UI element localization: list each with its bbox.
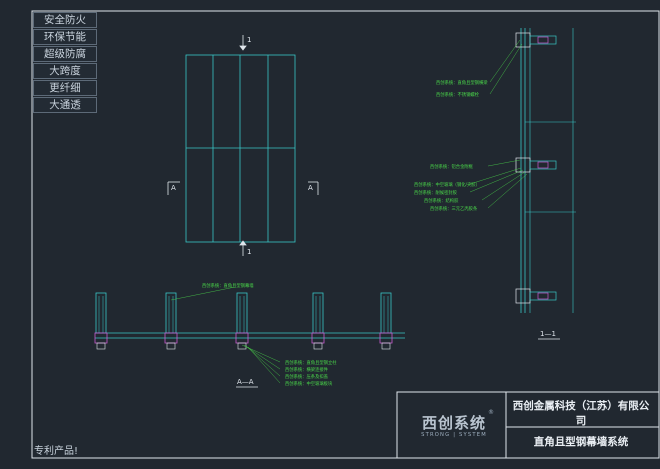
patent-note: 专利产品!	[34, 446, 79, 457]
transom-2	[515, 157, 557, 173]
callout-plan-4: 西创系统：中空玻璃板块	[285, 382, 333, 387]
vs-leader-4	[469, 169, 524, 193]
elevation-view	[185, 54, 296, 243]
feature-transparent: 大通透	[33, 97, 97, 113]
mullion-5	[379, 292, 393, 350]
transom-1	[515, 32, 557, 48]
feature-fire-safety: 安全防火	[33, 12, 97, 28]
callout-plan-top: 西创系统：直角且型钢幕墙	[202, 284, 254, 289]
plan-leader-4	[247, 346, 281, 384]
mullion-2	[164, 292, 178, 350]
callout-sec-mid-1: 西创系统：铝合金附框	[430, 165, 473, 170]
callout-sec-mid-4: 西创系统：结构胶	[424, 199, 459, 204]
callout-plan-1: 西创系统：直角且型钢立柱	[285, 361, 337, 366]
callout-sec-top-1: 西创系统：直角且型钢横梁	[436, 81, 488, 86]
vs-leader-3	[469, 167, 522, 185]
feature-anti-corrosion: 超级防腐	[33, 46, 97, 62]
section-label-11: 1—1	[540, 330, 556, 338]
transom-3	[515, 288, 557, 304]
callout-plan-3: 西创系统：压条及扣盖	[285, 375, 328, 380]
callout-sec-top-2: 西创系统：不锈钢螺栓	[436, 93, 479, 98]
plan-leader-0	[170, 286, 236, 301]
drawing-frame	[31, 10, 660, 459]
logo-english: STRONG | SYSTEM	[421, 432, 487, 438]
vs-leader-2	[487, 159, 521, 167]
section-label-bottom: 1	[247, 248, 252, 256]
title-block	[396, 391, 660, 459]
vs-leader-5	[481, 171, 526, 201]
company-name: 西创金属科技（江苏）有限公司	[512, 400, 650, 427]
drawing-title: 直角且型钢幕墙系统	[533, 436, 629, 448]
registered-mark: ®	[488, 409, 494, 416]
vs-leader-6	[487, 173, 528, 209]
vs-leader-0	[489, 39, 521, 83]
section-label-left: A	[171, 184, 176, 192]
callout-sec-mid-3: 西创系统：耐候密封胶	[414, 191, 457, 196]
plan-section-aa	[94, 286, 405, 384]
feature-long-span: 大跨度	[33, 63, 97, 79]
logo: 西创系统	[421, 414, 486, 432]
feature-energy-saving: 环保节能	[33, 29, 97, 45]
callout-plan-2: 西创系统：横梁连接件	[285, 368, 328, 373]
feature-slimmer: 更纤细	[33, 80, 97, 96]
callout-sec-mid-2: 西创系统：中空玻璃（钢化/夹胶）	[414, 183, 480, 188]
section-markers	[167, 35, 319, 256]
mullion-3	[235, 292, 249, 350]
section-label-top: 1	[247, 36, 252, 44]
section-label-aa: A—A	[237, 378, 254, 386]
section-label-right: A	[308, 184, 313, 192]
vertical-section-11	[469, 28, 576, 313]
mullion-4	[311, 292, 325, 350]
vs-leader-1	[489, 43, 523, 95]
mullion-1	[94, 292, 108, 350]
callout-sec-mid-5: 西创系统：三元乙丙胶条	[430, 207, 478, 212]
